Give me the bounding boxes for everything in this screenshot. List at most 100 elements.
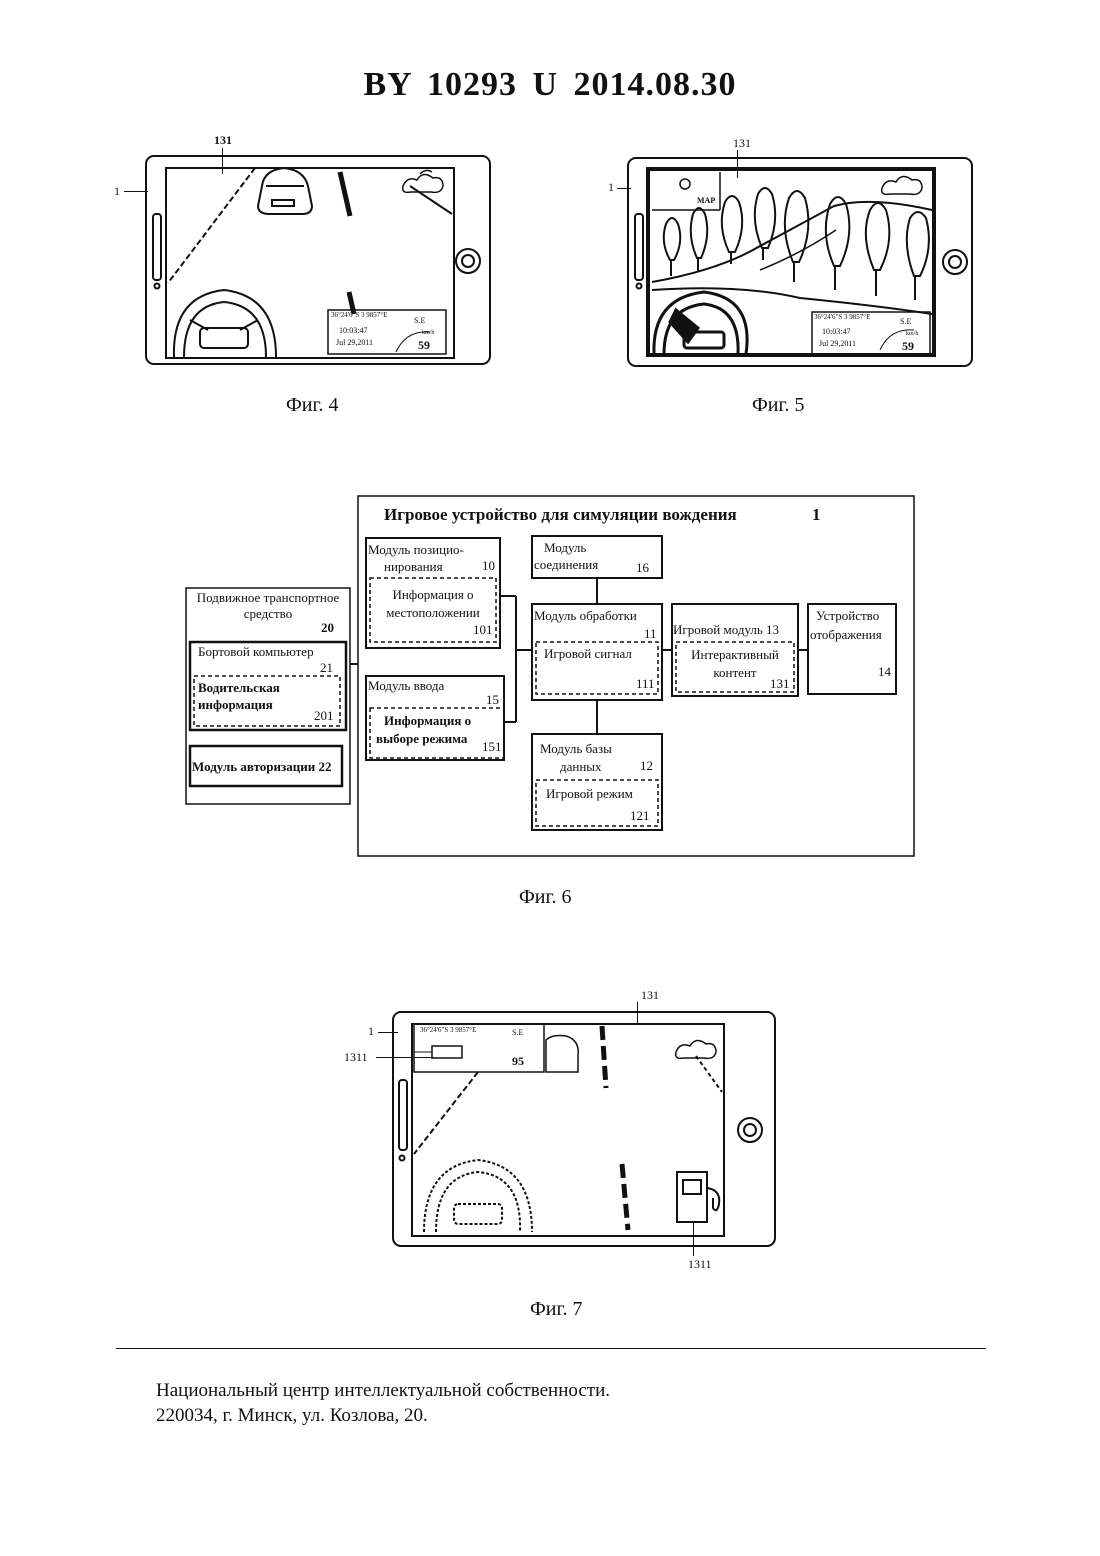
fig4-screen-frame bbox=[166, 168, 454, 358]
fig6-game-signal-num: 111 bbox=[636, 676, 655, 692]
footer-line2: 220034, г. Минск, ул. Козлова, 20. bbox=[156, 1403, 610, 1428]
fig7-label-device: 1 bbox=[368, 1024, 374, 1039]
fig7-leader-icon-fuel bbox=[693, 1222, 694, 1256]
fig4-info-direction: S.E bbox=[414, 316, 425, 325]
fig6-driver-info-line2: информация bbox=[198, 696, 280, 713]
fig6-driver-info-num: 201 bbox=[314, 708, 334, 724]
fig4-device-body bbox=[146, 156, 490, 364]
fig6-positioning-num: 10 bbox=[482, 558, 495, 574]
fig5-info-unit: km/h bbox=[906, 331, 918, 337]
fig6-database-label: Модуль базы данных bbox=[540, 740, 612, 776]
fig6-input-num: 15 bbox=[486, 692, 499, 708]
fig6-display-line2: отображения bbox=[808, 625, 896, 644]
fig6-game-module-label: Игровой модуль 13 bbox=[673, 622, 779, 638]
fig4-steering-wheel-icon bbox=[174, 290, 276, 357]
fig7-nav-icon bbox=[432, 1046, 462, 1058]
fig4-label-screen: 131 bbox=[214, 133, 232, 148]
fig4-info-speed: 59 bbox=[418, 338, 430, 353]
fig7-label-icon-fuel: 1311 bbox=[688, 1257, 712, 1272]
fig6-game-mode-label: Игровой режим bbox=[546, 786, 633, 802]
fig5-label-device: 1 bbox=[608, 180, 614, 195]
fig7-leader-device bbox=[378, 1032, 398, 1033]
fig7-cloud-icon bbox=[676, 1040, 716, 1058]
fig7-leader-screen bbox=[637, 1002, 638, 1024]
fig6-positioning-label: Модуль позицио- нирования bbox=[368, 541, 464, 575]
fig5-label-screen: 131 bbox=[733, 136, 751, 151]
fig6-processing-num: 11 bbox=[644, 626, 657, 642]
footer-line1: Национальный центр интеллектуальной собс… bbox=[156, 1378, 610, 1403]
fig6-interactive-line1: Интерактивный bbox=[676, 646, 794, 664]
fig6-driver-info-line1: Водительская bbox=[198, 679, 280, 696]
fig6-auth-text: Модуль авторизации bbox=[192, 759, 315, 774]
fig4-side-slot bbox=[153, 214, 161, 280]
fig6-display-label: Устройство отображения bbox=[808, 606, 896, 644]
fig5-cloud-icon bbox=[882, 176, 922, 194]
fig6-processing-label: Модуль обработки bbox=[534, 608, 637, 624]
fig4-home-button bbox=[456, 249, 480, 273]
fuel-pump-icon bbox=[677, 1172, 719, 1222]
fig6-game-module-text: Игровой модуль bbox=[673, 622, 763, 637]
page-header-title: BY 10293 U 2014.08.30 bbox=[0, 66, 1100, 104]
fig6-display-line1: Устройство bbox=[808, 606, 896, 625]
fig6-connection-line1: Модуль bbox=[534, 539, 598, 556]
fig5-info-time: 10:03:47 bbox=[822, 327, 850, 336]
fig7-info-direction: S.E bbox=[512, 1028, 523, 1037]
fig7-device-body bbox=[393, 1012, 775, 1246]
fig6-connection-label: Модуль соединения bbox=[534, 539, 598, 573]
fig5-map-label: MAP bbox=[697, 196, 715, 205]
fig5-info-coords: 36°24'6"S 3 9857°E bbox=[814, 313, 870, 321]
fig7-label-icon-nav: 1311 bbox=[344, 1050, 368, 1065]
fig6-database-num: 12 bbox=[640, 758, 653, 774]
fig5-device-body bbox=[628, 158, 972, 366]
fig6-location-line2: местоположении bbox=[370, 604, 496, 622]
fig6-auth-label: Модуль авторизации 22 bbox=[192, 759, 331, 775]
fig4-info-coords: 36°24'6"S 3 9857°E bbox=[331, 311, 387, 319]
fig5-side-slot bbox=[635, 214, 643, 280]
fig6-game-signal-label: Игровой сигнал bbox=[544, 646, 632, 662]
fig6-computer-num: 21 bbox=[320, 660, 333, 676]
fig7-home-button bbox=[738, 1118, 762, 1142]
fig6-driver-info-label: Водительская информация bbox=[198, 679, 280, 713]
fig5-screen-frame bbox=[648, 169, 934, 355]
fig7-device bbox=[393, 1012, 775, 1246]
fig5-caption: Фиг. 5 bbox=[752, 394, 804, 417]
fig5-home-button bbox=[943, 250, 967, 274]
fig6-auth-num: 22 bbox=[318, 759, 331, 774]
fig4-info-unit: km/h bbox=[422, 330, 434, 336]
fig5-info-direction: S.E bbox=[900, 317, 911, 326]
fig6-database-line2: данных bbox=[540, 758, 612, 776]
fig6-interactive-num: 131 bbox=[770, 676, 790, 692]
fig6-mode-select-num: 151 bbox=[482, 739, 502, 755]
fig6-mode-select-label: Информация о выборе режима bbox=[376, 712, 471, 748]
fig7-label-screen: 131 bbox=[641, 988, 659, 1003]
fig4-label-device: 1 bbox=[114, 184, 120, 199]
fig6-device-title: Игровое устройство для симуляции вождени… bbox=[384, 505, 737, 525]
fig6-connection-num: 16 bbox=[636, 560, 649, 576]
fig6-device-num: 1 bbox=[812, 505, 821, 525]
fig4-side-dot bbox=[155, 284, 160, 289]
fig5-steering-wheel-icon bbox=[654, 292, 747, 354]
fig4-info-time: 10:03:47 bbox=[339, 326, 367, 335]
fig5-device bbox=[628, 158, 972, 366]
fig6-location-num: 101 bbox=[473, 622, 493, 638]
fig6-input-label: Модуль ввода bbox=[368, 678, 444, 694]
fig7-info-coords: 36°24'6"S 3 9857°E bbox=[420, 1026, 476, 1034]
fig6-positioning-line2: нирования bbox=[368, 558, 464, 575]
fig7-screen-frame bbox=[412, 1024, 724, 1236]
fig6-display-num: 14 bbox=[878, 664, 891, 680]
fig6-positioning-line1: Модуль позицио- bbox=[368, 541, 464, 558]
fig6-vehicle-num: 20 bbox=[321, 620, 334, 636]
fig4-leader-line bbox=[124, 191, 148, 192]
fig7-info-speed: 95 bbox=[512, 1054, 524, 1069]
fig4-info-date: Jul 29,2011 bbox=[336, 338, 373, 347]
fig7-steering-wheel-icon bbox=[424, 1160, 532, 1232]
fig7-side-slot bbox=[399, 1080, 407, 1150]
fig5-leader-screen bbox=[737, 150, 738, 178]
fig5-leader-line bbox=[617, 188, 631, 189]
fig6-game-mode-num: 121 bbox=[630, 808, 650, 824]
fig6-location-line1: Информация о bbox=[370, 586, 496, 604]
